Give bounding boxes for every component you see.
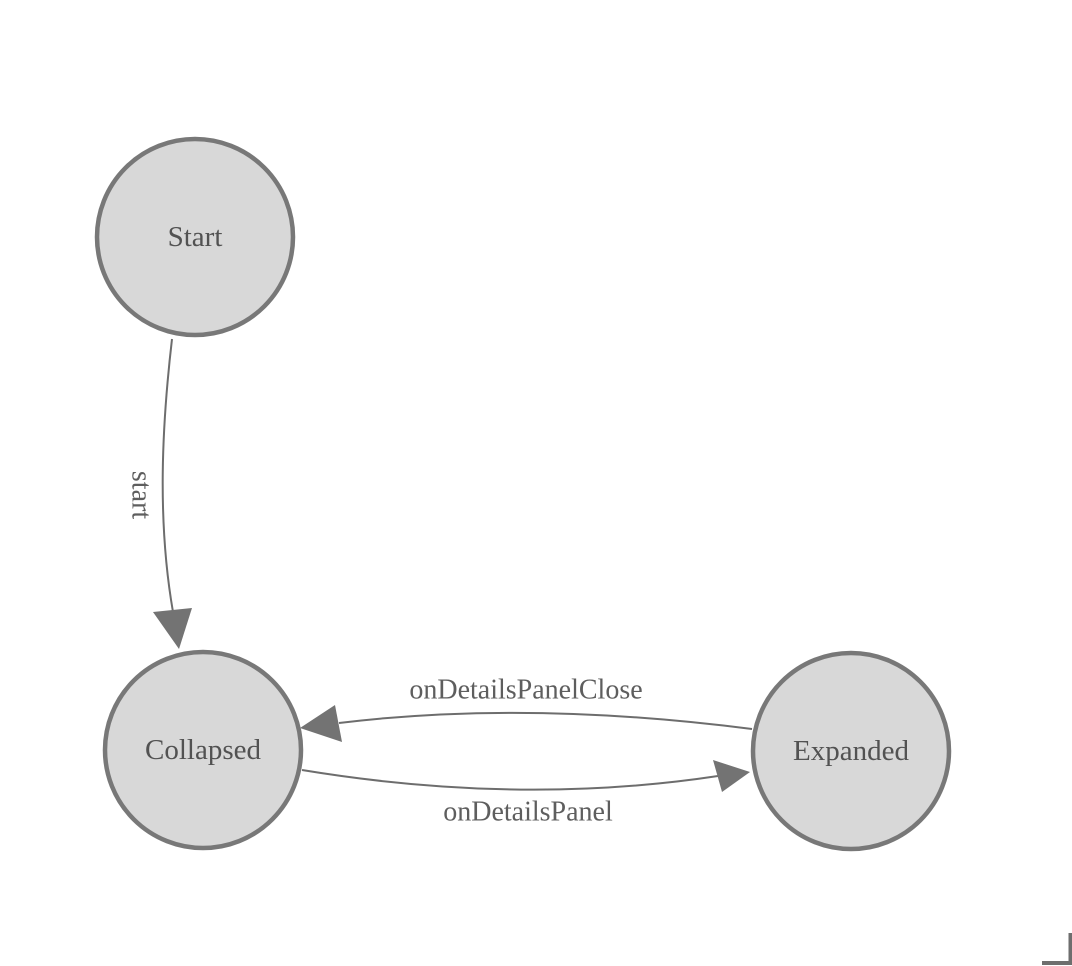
state-node-start-label: Start xyxy=(168,221,223,253)
edge-start-transition[interactable]: start xyxy=(126,338,193,649)
edge-on-details-panel-close-line[interactable] xyxy=(338,711,753,730)
state-node-expanded[interactable]: Expanded xyxy=(750,650,952,852)
edge-on-details-panel-close[interactable]: onDetailsPanelClose xyxy=(300,675,753,743)
edge-label-on-details-panel-close: onDetailsPanelClose xyxy=(409,675,642,706)
edge-start-transition-line[interactable] xyxy=(161,338,174,613)
edge-on-details-panel[interactable]: onDetailsPanel xyxy=(301,760,750,828)
arrowhead-icon xyxy=(300,705,342,742)
state-node-start[interactable]: Start xyxy=(94,136,296,338)
edge-label-on-details-panel: onDetailsPanel xyxy=(443,797,613,828)
edge-label-start: start xyxy=(126,471,157,519)
state-node-expanded-label: Expanded xyxy=(793,735,909,767)
arrowhead-icon xyxy=(713,760,750,792)
arrowhead-icon xyxy=(153,608,192,649)
corner-resize-mark xyxy=(1042,933,1072,965)
state-node-expanded-circle[interactable] xyxy=(750,650,952,852)
state-node-collapsed[interactable]: Collapsed xyxy=(102,649,304,851)
state-node-collapsed-circle[interactable] xyxy=(102,649,304,851)
edge-on-details-panel-line[interactable] xyxy=(301,769,719,791)
state-node-collapsed-label: Collapsed xyxy=(145,734,261,766)
state-node-start-circle[interactable] xyxy=(94,136,296,338)
